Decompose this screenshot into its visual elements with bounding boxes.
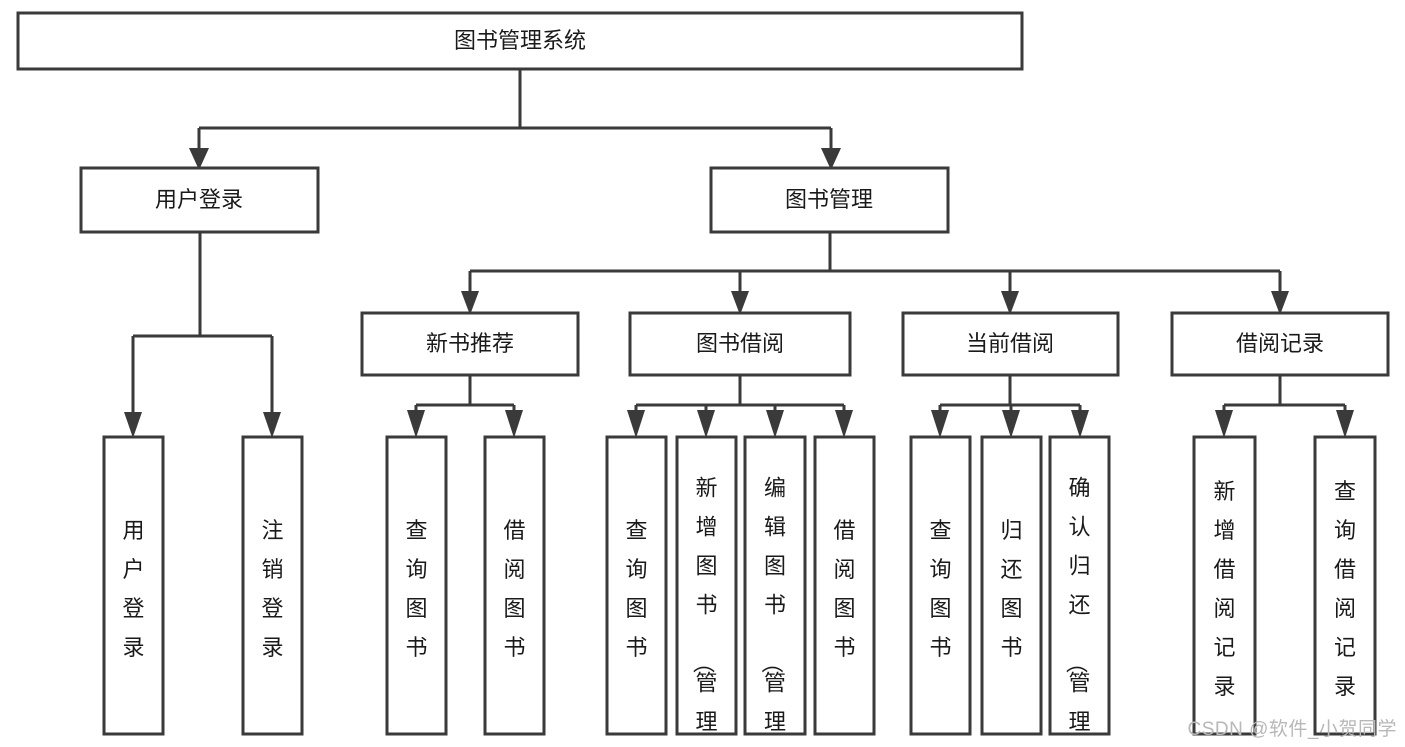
leaf-borrow-book-rec[interactable]: 借阅图书 [483, 435, 546, 736]
arrowhead-book-manage [821, 148, 841, 170]
leaf-query-book-rec-box[interactable] [385, 435, 448, 736]
leaf-query-book-rec-label: 查询图书 [405, 518, 427, 660]
watermark: CSDN @软件_小贺同学 [1187, 719, 1397, 740]
leaf-query-book-cur-label: 查询图书 [929, 518, 951, 660]
arrowhead-leaf-add-book [697, 410, 715, 438]
node-user-login[interactable]: 用户登录 [79, 166, 320, 234]
node-borrow-record[interactable]: 借阅记录 [1170, 311, 1390, 377]
arrowhead-layer [124, 148, 1354, 438]
leaf-confirm-return[interactable]: 确认归还（管理员） [1048, 435, 1111, 747]
arrowhead-leaf-confirm-return [1071, 410, 1089, 438]
arrowhead-leaf-return-book [1002, 410, 1020, 438]
leaf-add-book-label: 新增图书（管理员） [690, 475, 717, 747]
leaf-borrow-book-rec-label: 借阅图书 [503, 518, 525, 660]
arrowhead-leaf-query-book-rec [407, 410, 425, 438]
leaf-logout[interactable]: 注销登录 [241, 435, 304, 736]
node-book-manage-label: 图书管理 [785, 187, 873, 212]
node-book-manage[interactable]: 图书管理 [709, 166, 950, 234]
arrowhead-leaf-borrow-book-rec [505, 410, 523, 438]
leaf-user-login-box[interactable] [102, 435, 165, 736]
leaf-user-login-label: 用户登录 [122, 518, 144, 660]
node-book-borrow-label: 图书借阅 [696, 331, 784, 356]
node-book-manage-box[interactable] [709, 166, 950, 234]
leaf-confirm-return-label: 确认归还（管理员） [1063, 475, 1090, 747]
leaf-query-book-bor-label: 查询图书 [625, 518, 647, 660]
leaf-borrow-book-rec-box[interactable] [483, 435, 546, 736]
node-root-box[interactable] [16, 11, 1024, 71]
leaf-query-book-bor[interactable]: 查询图书 [605, 435, 668, 736]
arrowhead-leaf-logout [263, 412, 281, 438]
leaf-query-book-cur[interactable]: 查询图书 [909, 435, 972, 736]
leaf-query-record[interactable]: 查询借阅记录 [1313, 435, 1377, 736]
leaf-node-layer: 用户登录 注销登录 查询图书 借阅图书 查询图书 新增图书（管理员） 编辑图书（管理员） 借阅… [102, 435, 1377, 747]
leaf-borrow-book-bor-label: 借阅图书 [833, 518, 855, 660]
arrowhead-book-borrow [731, 291, 749, 315]
arrowhead-leaf-query-book-cur [931, 410, 949, 438]
leaf-add-record-label: 新增借阅记录 [1213, 479, 1235, 699]
arrowhead-leaf-borrow-book-bor [835, 410, 853, 438]
leaf-logout-label: 注销登录 [261, 518, 283, 660]
leaf-query-book-cur-box[interactable] [909, 435, 972, 736]
node-root-label: 图书管理系统 [454, 28, 586, 53]
node-new-book-rec-label: 新书推荐 [426, 331, 514, 356]
leaf-borrow-book-bor[interactable]: 借阅图书 [813, 435, 876, 736]
leaf-return-book-box[interactable] [980, 435, 1043, 736]
node-new-book-rec[interactable]: 新书推荐 [360, 311, 580, 377]
leaf-add-book-box[interactable] [675, 435, 738, 736]
arrowhead-borrow-record [1271, 291, 1289, 315]
arrowhead-leaf-query-book-bor [627, 410, 645, 438]
node-root[interactable]: 图书管理系统 [16, 11, 1024, 71]
leaf-borrow-book-bor-box[interactable] [813, 435, 876, 736]
node-user-login-label: 用户登录 [155, 187, 243, 212]
leaf-add-record-box[interactable] [1192, 435, 1257, 736]
leaf-query-book-rec[interactable]: 查询图书 [385, 435, 448, 736]
arrowhead-leaf-query-record [1336, 410, 1354, 438]
arrowhead-leaf-user-login [124, 412, 142, 438]
node-current-borrow-box[interactable] [901, 311, 1120, 377]
leaf-logout-box[interactable] [241, 435, 304, 736]
node-book-borrow[interactable]: 图书借阅 [628, 311, 852, 377]
arrowhead-leaf-edit-book [766, 410, 784, 438]
arrowhead-user-login [189, 148, 209, 170]
leaf-edit-book-box[interactable] [743, 435, 807, 736]
leaf-user-login[interactable]: 用户登录 [102, 435, 165, 736]
leaf-return-book-label: 归还图书 [1000, 518, 1022, 660]
arrowhead-new-book-rec [461, 291, 479, 315]
node-current-borrow[interactable]: 当前借阅 [901, 311, 1120, 377]
node-user-login-box[interactable] [79, 166, 320, 234]
node-new-book-rec-box[interactable] [360, 311, 580, 377]
leaf-edit-book-label: 编辑图书（管理员） [759, 475, 786, 747]
leaf-query-book-bor-box[interactable] [605, 435, 668, 736]
node-book-borrow-box[interactable] [628, 311, 852, 377]
leaf-query-record-box[interactable] [1313, 435, 1377, 736]
leaf-query-record-label: 查询借阅记录 [1334, 479, 1356, 699]
arrowhead-current-borrow [1001, 291, 1019, 315]
arrowhead-leaf-add-record [1215, 410, 1233, 438]
node-current-borrow-label: 当前借阅 [966, 331, 1054, 356]
leaf-edit-book[interactable]: 编辑图书（管理员） [743, 435, 807, 747]
leaf-add-book[interactable]: 新增图书（管理员） [675, 435, 738, 747]
leaf-return-book[interactable]: 归还图书 [980, 435, 1043, 736]
node-borrow-record-label: 借阅记录 [1236, 331, 1324, 356]
leaf-confirm-return-box[interactable] [1048, 435, 1111, 736]
leaf-add-record[interactable]: 新增借阅记录 [1192, 435, 1257, 736]
node-borrow-record-box[interactable] [1170, 311, 1390, 377]
